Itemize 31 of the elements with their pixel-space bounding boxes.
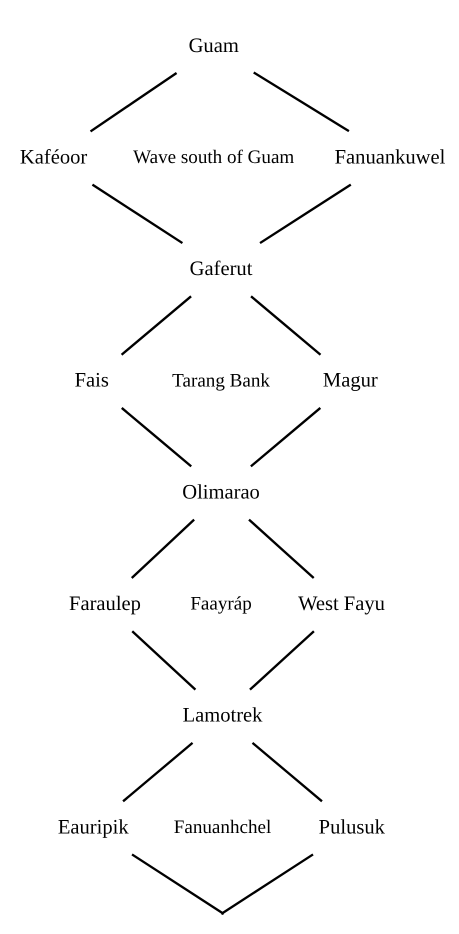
connector [248,518,314,579]
connector [249,630,315,691]
node-text: Fais [74,370,109,392]
connector [90,72,178,132]
node-text: Eauripik [58,816,129,838]
node-text: Gaferut [190,258,252,280]
node-text: Lamotrek [182,704,262,727]
connector [120,295,192,356]
label: Tarang Bank [172,370,270,392]
label: Fanuanhchel [174,816,272,838]
node-text: Olimarao [182,481,260,504]
connector [259,184,352,244]
connector [122,742,194,802]
connector [250,407,322,468]
node-text: Fanuankuwel [334,146,446,168]
connector [250,295,322,356]
connector [252,742,323,802]
connector [130,518,195,579]
node-text: Faraulep [69,593,141,615]
node-point [221,912,224,915]
label: Wave south of Guam [133,146,294,168]
node-text: Magur [322,370,378,392]
connector [92,184,184,244]
label: Faayráp [190,594,252,615]
node-text: Kaféoor [20,146,88,168]
node-text: Guam [188,34,239,57]
connector [253,71,350,132]
connector [121,407,192,468]
node-text: West Fayu [298,593,385,615]
node-text: Pulusuk [318,816,385,838]
connector [131,630,196,691]
